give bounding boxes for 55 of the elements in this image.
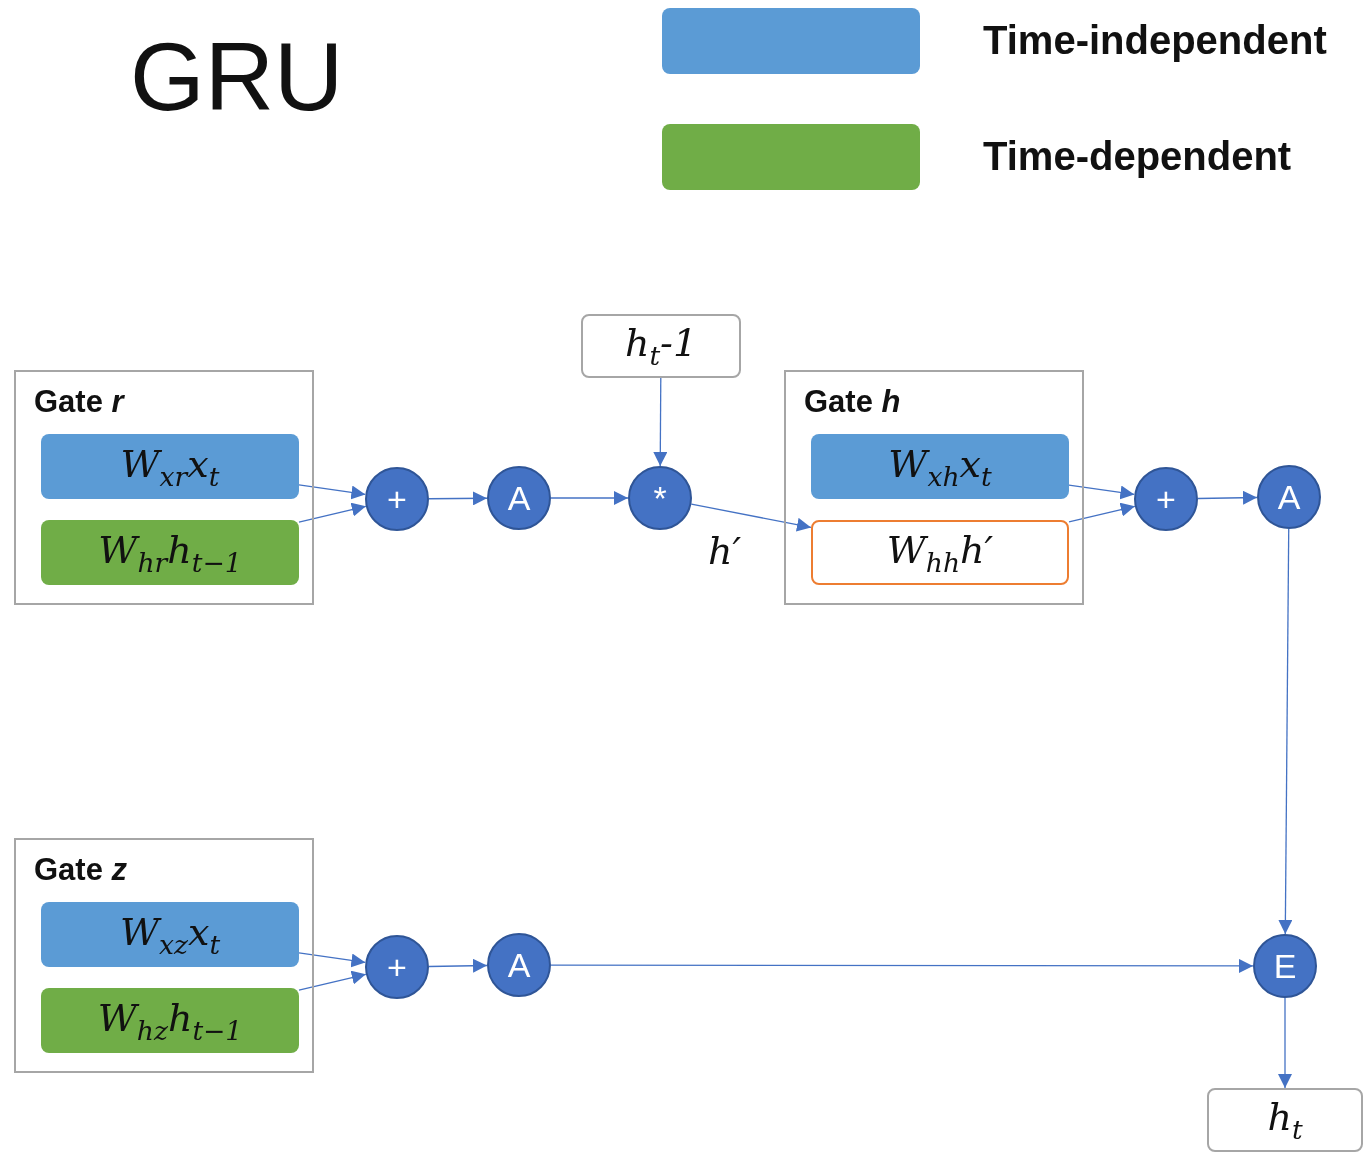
gate-panel [784, 370, 1084, 605]
arrow [1278, 528, 1293, 935]
operator-symbol: + [1156, 479, 1176, 519]
arrow [1068, 484, 1135, 500]
operation-circle [365, 935, 429, 999]
formula: W$_{hh}$h′ [886, 527, 994, 578]
term-box [41, 988, 299, 1053]
operator-symbol: A [1277, 477, 1301, 517]
operation-circle [1134, 467, 1198, 531]
formula: W$_{xr}$x$_{t}$ [120, 441, 220, 492]
diagram-title: GRU [130, 22, 344, 132]
operation-circle [487, 466, 551, 530]
legend-label: Time-independent [983, 18, 1327, 63]
arrow [1197, 490, 1258, 505]
formula: h$_{t}$ [1267, 1095, 1303, 1145]
term-box [811, 434, 1069, 499]
arrow [653, 377, 668, 467]
operation-circle [365, 467, 429, 531]
arrow [690, 503, 812, 532]
arrow [1068, 502, 1136, 523]
operation-circle [487, 933, 551, 997]
arrow [298, 502, 367, 523]
value-box [581, 314, 741, 378]
term-box [41, 434, 299, 499]
operator-symbol: A [507, 478, 531, 518]
operator-symbol: + [387, 479, 407, 519]
arrow [1278, 997, 1292, 1089]
arrow [550, 491, 629, 505]
gate-heading: Gate h [804, 384, 901, 420]
arrow [550, 958, 1254, 973]
term-box [811, 520, 1069, 585]
formula: W$_{xh}$x$_{t}$ [888, 441, 992, 492]
arrow [428, 958, 488, 973]
value-box [1207, 1088, 1363, 1152]
arrow [298, 952, 366, 968]
legend-label: Time-dependent [983, 134, 1292, 179]
term-box [41, 520, 299, 585]
gate-panel [14, 370, 314, 605]
arrow [298, 484, 366, 500]
gate-heading: Gate z [34, 852, 128, 888]
formula: h$_{t}$-1 [624, 321, 698, 371]
operation-circle [628, 466, 692, 530]
arrow [428, 491, 488, 506]
formula: W$_{hr}$h$_{t−1}$ [98, 527, 242, 578]
formula: W$_{xz}$x$_{t}$ [119, 909, 221, 960]
gate-heading: Gate r [34, 384, 124, 420]
operator-symbol: + [387, 947, 407, 987]
term-box [41, 902, 299, 967]
arrow [298, 970, 367, 991]
operator-symbol: A [507, 945, 531, 985]
formula: W$_{hz}$h$_{t−1}$ [97, 995, 243, 1046]
operator-symbol: * [653, 478, 667, 518]
gate-panel [14, 838, 314, 1073]
operation-circle [1257, 465, 1321, 529]
operator-symbol: E [1273, 946, 1297, 986]
